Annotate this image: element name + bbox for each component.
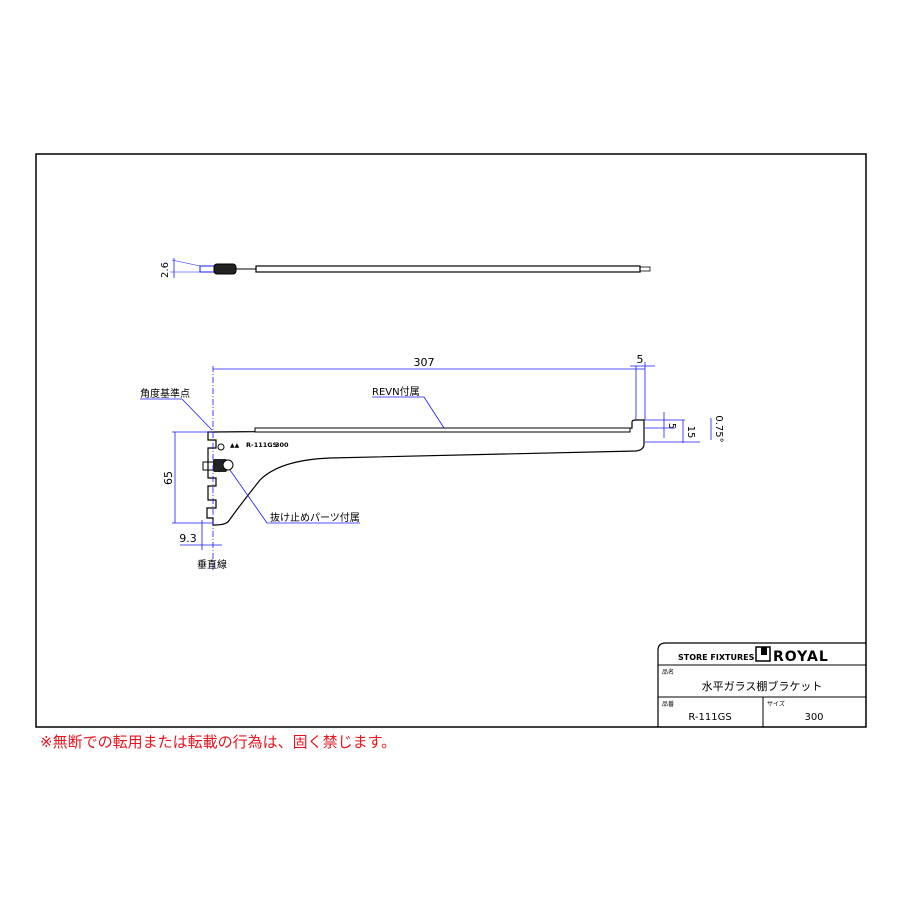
dim-hook-small: 5 [666, 423, 677, 429]
stamp-size: 300 [275, 441, 289, 449]
drawing-frame [35, 153, 867, 728]
label-stopper: 抜け止めパーツ付属 [270, 511, 360, 524]
side-view: ▲▲ R-111GS 300 307 [140, 353, 724, 571]
name-value: 水平ガラス棚ブラケット [702, 679, 823, 693]
dimension-lines [140, 362, 712, 570]
dim-hook: 5 [637, 353, 644, 366]
bracket-outline [206, 419, 645, 526]
dim-thickness: 2.6 [160, 262, 171, 278]
part-label: 品番 [662, 701, 674, 708]
copyright-notice: ※無断での転用または転載の行為は、固く禁じます。 [40, 733, 397, 751]
size-label: サイズ [767, 700, 785, 708]
dim-angle: 0.75° [713, 415, 724, 442]
title-block: STORE FIXTURES ROYAL 品名 水平ガラス棚ブラケット 品番 R… [657, 642, 866, 727]
label-revn: REVN付属 [372, 385, 420, 398]
stamp-model: R-111GS [246, 441, 278, 449]
part-value: R-111GS [688, 712, 731, 723]
company-tag: STORE FIXTURES [678, 653, 755, 662]
logo: ROYAL [773, 649, 829, 665]
dim-length: 307 [414, 356, 435, 369]
dim-height: 65 [162, 471, 175, 485]
stopper-part [222, 459, 234, 471]
dim-offset: 9.3 [179, 532, 197, 545]
hole [217, 443, 225, 451]
top-view: 2.6 [160, 258, 651, 278]
size-value: 300 [804, 712, 823, 723]
label-angle-ref: 角度基準点 [140, 387, 190, 400]
label-vertical: 垂直線 [197, 558, 227, 571]
name-label: 品名 [662, 668, 674, 676]
dim-hook-height: 15 [685, 426, 696, 439]
revn-strip [254, 427, 631, 433]
logo-stamp: ▲▲ [230, 442, 240, 449]
